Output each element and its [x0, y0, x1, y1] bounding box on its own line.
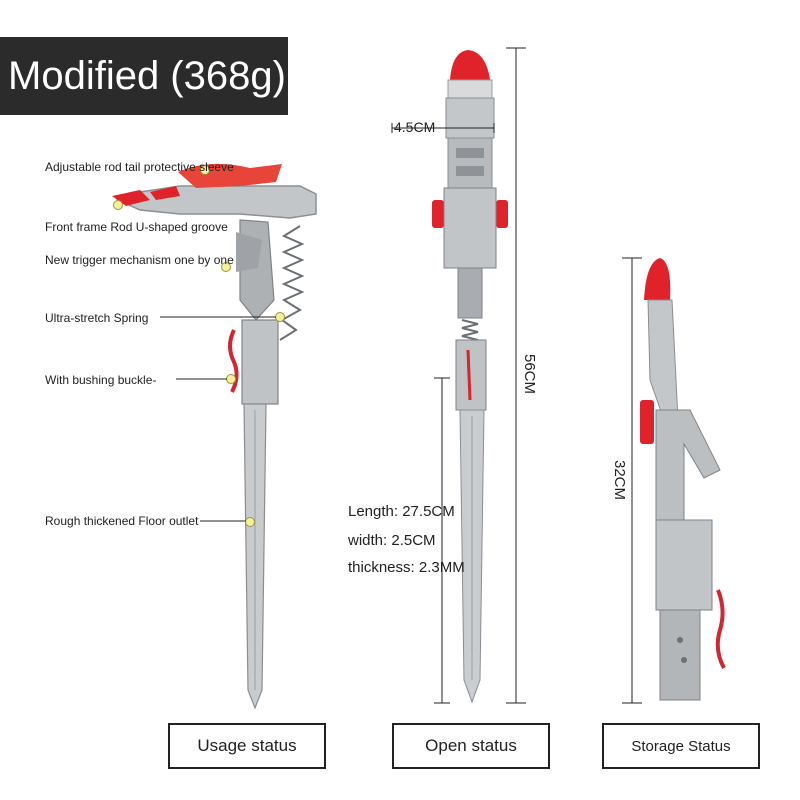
callout-trigger-mechanism: New trigger mechanism one by one: [45, 253, 234, 267]
open-status-box: Open status: [392, 723, 550, 769]
callout-rod-tail-sleeve: Adjustable rod tail protective sleeve: [45, 160, 234, 174]
usage-status-box: Usage status: [168, 723, 326, 769]
dimension-open-length-label: 56CM: [521, 354, 538, 395]
product-title-banner: Modified (368g): [0, 37, 288, 115]
dimension-width-label: 4.5CM: [394, 119, 436, 135]
storage-status-bracket-image: [622, 257, 726, 704]
spec-width: width: 2.5CM: [348, 532, 436, 549]
callout-bushing-buckle: With bushing buckle-: [45, 373, 157, 387]
callout-front-frame-groove: Front frame Rod U-shaped groove: [45, 220, 228, 234]
open-status-bracket-image: [391, 47, 526, 704]
callout-spring: Ultra-stretch Spring: [45, 311, 149, 325]
usage-status-bracket-image: [112, 163, 317, 710]
storage-status-box: Storage Status: [602, 723, 760, 769]
dimension-storage-length-label: 32CM: [611, 460, 628, 501]
spec-length: Length: 27.5CM: [348, 503, 455, 520]
callout-floor-outlet: Rough thickened Floor outlet: [45, 514, 199, 528]
spec-thickness: thickness: 2.3MM: [348, 559, 465, 576]
